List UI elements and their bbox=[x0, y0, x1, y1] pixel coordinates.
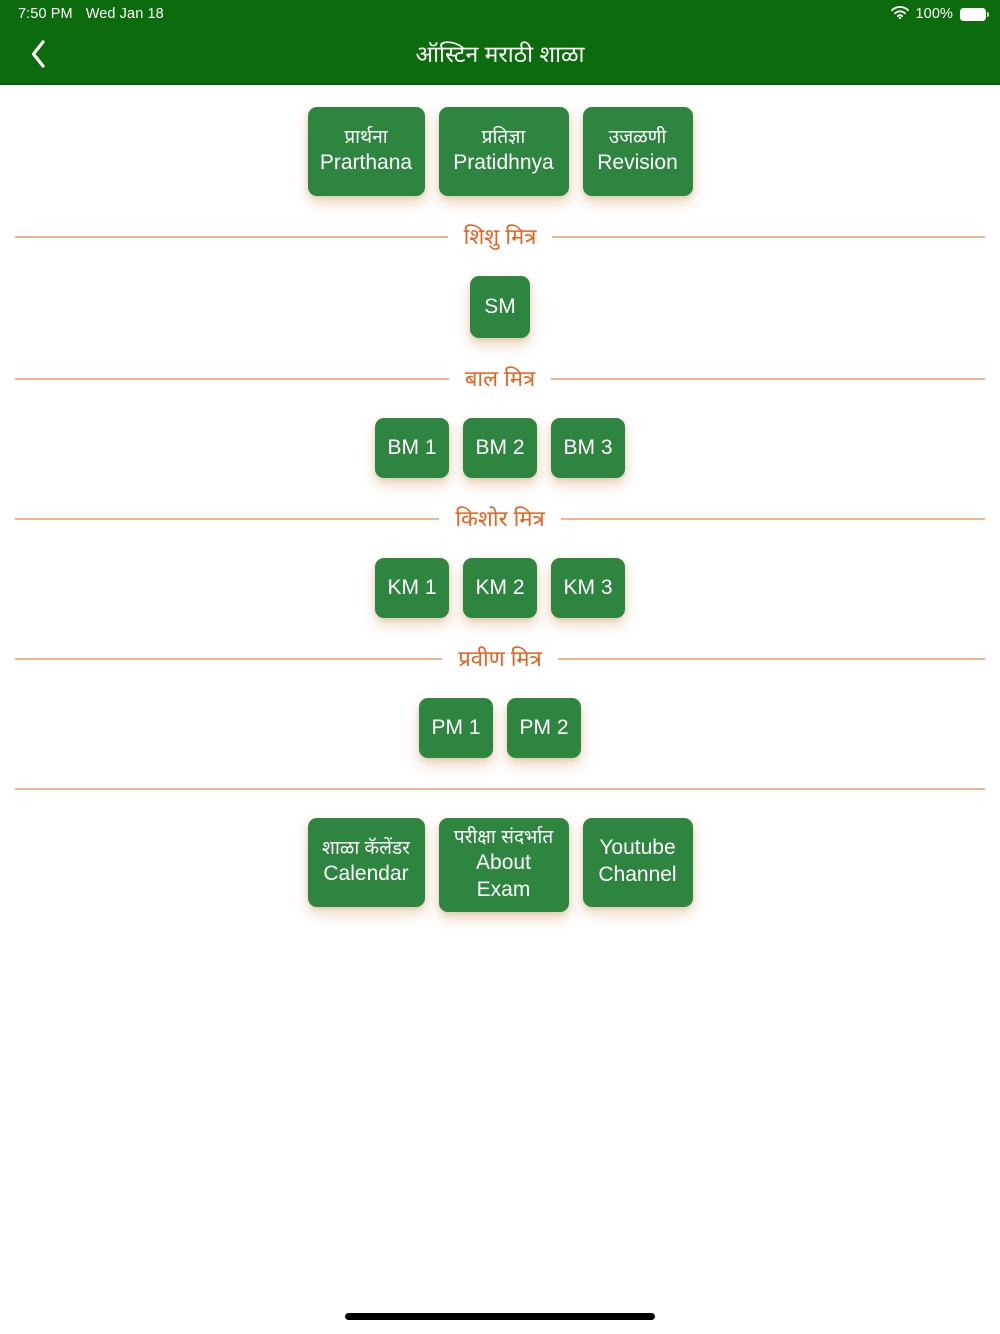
divider-line-left bbox=[15, 236, 448, 238]
battery-fill bbox=[961, 8, 985, 20]
page-title: ऑस्टिन मराठी शाळा bbox=[415, 41, 585, 67]
divider-line-left bbox=[15, 518, 440, 520]
chevron-left-icon bbox=[29, 39, 47, 74]
divider-line-right bbox=[552, 236, 986, 238]
tile-about-exam[interactable]: परीक्षा संदर्भात About Exam bbox=[438, 817, 569, 912]
back-button[interactable] bbox=[10, 28, 66, 85]
divider-line-right bbox=[551, 378, 986, 380]
tile-label-marathi: परीक्षा संदर्भात bbox=[453, 826, 554, 848]
tile-label-english: About Exam bbox=[476, 850, 531, 901]
nav-bar: ऑस्टिन मराठी शाळा bbox=[0, 28, 1000, 85]
tile-prarthana[interactable]: प्रार्थना Prarthana bbox=[307, 107, 425, 196]
content-area: प्रार्थना Prarthana प्रतिज्ञा Pratidhnya… bbox=[0, 85, 1000, 912]
tile-pratidhnya[interactable]: प्रतिज्ञा Pratidhnya bbox=[438, 107, 569, 196]
wifi-icon bbox=[890, 5, 909, 23]
status-time: 7:50 PM bbox=[18, 6, 73, 22]
status-bar-left: 7:50 PM Wed Jan 18 bbox=[18, 6, 164, 22]
divider-line-left bbox=[15, 378, 449, 380]
tile-label-english: Calendar bbox=[323, 861, 409, 885]
tile-label-marathi: प्रार्थना bbox=[344, 126, 388, 148]
tile-calendar[interactable]: शाळा कॅलेंडर Calendar bbox=[307, 817, 425, 907]
tile-revision[interactable]: उजळणी Revision bbox=[582, 107, 693, 196]
section-divider-kishor-mitra: किशोर मित्र bbox=[15, 508, 985, 530]
section-divider-shishu-mitra: शिशु मित्र bbox=[15, 224, 986, 249]
status-bar: 7:50 PM Wed Jan 18 100% bbox=[0, 0, 1000, 28]
section-title: बाल मित्र bbox=[464, 366, 536, 391]
tile-label-english: Pratidhnya bbox=[453, 151, 554, 175]
tile-km-2[interactable]: KM 2 bbox=[463, 558, 537, 618]
tile-bm-1[interactable]: BM 1 bbox=[375, 418, 449, 478]
section-title: प्रवीण मित्र bbox=[458, 646, 542, 671]
status-bar-right: 100% bbox=[890, 5, 990, 23]
tile-label-marathi: शाळा कॅलेंडर bbox=[322, 837, 410, 859]
section-divider-praveen-mitra: प्रवीण मित्र bbox=[15, 648, 985, 670]
battery-full-icon bbox=[960, 7, 990, 21]
tile-pm-1[interactable]: PM 1 bbox=[419, 698, 493, 758]
section-row-bal-mitra: BM 1 BM 2 BM 3 bbox=[0, 418, 1000, 478]
bottom-action-row: शाळा कॅलेंडर Calendar परीक्षा संदर्भात A… bbox=[0, 817, 1000, 912]
tile-bm-3[interactable]: BM 3 bbox=[551, 418, 625, 478]
divider-line-right bbox=[557, 658, 985, 660]
section-title: किशोर मित्र bbox=[455, 506, 545, 531]
section-divider-bal-mitra: बाल मित्र bbox=[15, 366, 986, 391]
divider-line-left bbox=[15, 658, 443, 660]
section-divider-plain bbox=[15, 788, 985, 790]
divider-line-full bbox=[15, 788, 985, 790]
status-date: Wed Jan 18 bbox=[85, 6, 164, 22]
divider-line-right bbox=[560, 518, 985, 520]
top-action-row: प्रार्थना Prarthana प्रतिज्ञा Pratidhnya… bbox=[0, 107, 1000, 196]
tile-label-english: Prarthana bbox=[319, 151, 413, 175]
tile-km-3[interactable]: KM 3 bbox=[551, 558, 625, 618]
tile-bm-2[interactable]: BM 2 bbox=[463, 418, 537, 478]
home-indicator[interactable] bbox=[345, 1313, 655, 1320]
tile-km-1[interactable]: KM 1 bbox=[375, 558, 449, 618]
battery-percent-label: 100% bbox=[915, 6, 953, 22]
section-title: शिशु मित्र bbox=[463, 224, 537, 249]
tile-label-marathi: उजळणी bbox=[608, 126, 667, 148]
section-row-kishor-mitra: KM 1 KM 2 KM 3 bbox=[0, 558, 1000, 618]
tile-label-line1: Youtube bbox=[599, 836, 676, 860]
tile-label-marathi: प्रतिज्ञा bbox=[481, 126, 526, 148]
tile-sm[interactable]: SM bbox=[470, 276, 530, 338]
tile-pm-2[interactable]: PM 2 bbox=[507, 698, 581, 758]
tile-youtube-channel[interactable]: Youtube Channel bbox=[582, 817, 693, 907]
section-row-praveen-mitra: PM 1 PM 2 bbox=[0, 698, 1000, 758]
section-row-shishu-mitra: SM bbox=[0, 276, 1000, 338]
tile-label-line2: Channel bbox=[598, 863, 677, 887]
tile-label-english: Revision bbox=[597, 151, 678, 175]
